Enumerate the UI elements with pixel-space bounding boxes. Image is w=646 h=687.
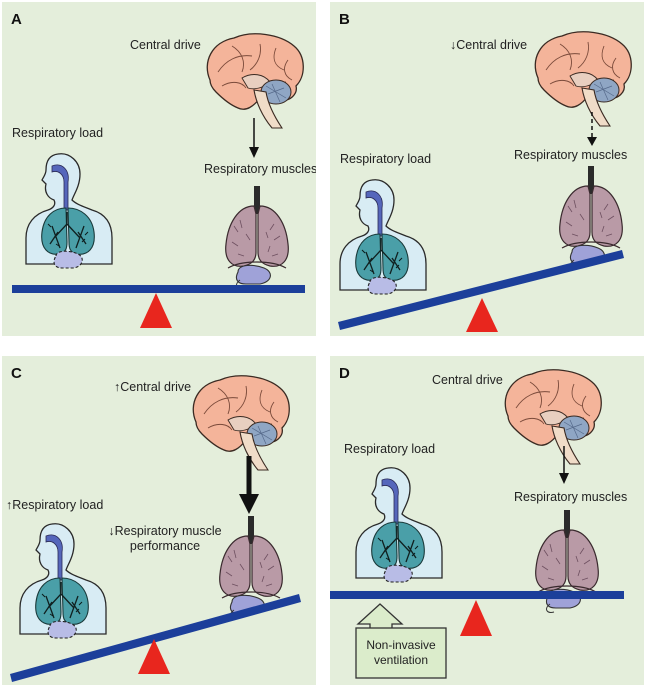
muscle-performance-line1: ↓Respiratory muscle: [108, 524, 222, 538]
balance-beam: [12, 285, 305, 293]
niv-arrow-box: [355, 627, 447, 679]
respiratory-muscles-label: Respiratory muscles: [514, 148, 628, 162]
central-drive-label: Central drive: [432, 373, 503, 387]
central-drive-label: ↑Central drive: [114, 380, 192, 394]
balance-beam: [330, 591, 624, 599]
panel-letter: D: [339, 365, 350, 382]
niv-arrow-head: [356, 603, 404, 631]
balance-beam: [338, 250, 624, 330]
panel-c: C ↑Central drive ↑Respiratory load ↓Resp…: [2, 356, 316, 685]
respiratory-load-label: ↑Respiratory load: [6, 498, 104, 512]
niv-line1: Non-invasive: [366, 638, 436, 652]
seesaw: [330, 591, 624, 679]
respiratory-muscles-label: Respiratory muscles: [514, 490, 628, 504]
respiratory-load-label: Respiratory load: [344, 442, 436, 456]
fulcrum-triangle: [460, 600, 492, 636]
dashed-arrow-down-icon: [587, 112, 597, 146]
seesaw: [338, 250, 624, 332]
muscle-performance-line2: performance: [129, 539, 201, 553]
bold-arrow-down-icon: [239, 456, 259, 514]
central-drive-label: Central drive: [130, 38, 201, 52]
panel-d: D Central drive Respiratory load Respira…: [330, 356, 644, 685]
niv-label: Non-invasive ventilation: [351, 638, 451, 668]
arrow-down-icon: [249, 118, 259, 158]
panel-letter: B: [339, 11, 350, 28]
panel-letter: A: [11, 11, 22, 28]
fulcrum-triangle: [138, 639, 170, 674]
respiratory-load-label: Respiratory load: [340, 152, 432, 166]
balance-beam: [10, 594, 301, 682]
fulcrum-triangle: [140, 293, 172, 328]
respiratory-load-label: Respiratory load: [12, 126, 104, 140]
muscle-performance-label: ↓Respiratory muscle performance: [106, 524, 224, 554]
panel-a: A Central drive Respiratory load Respira…: [2, 2, 316, 336]
seesaw: [12, 285, 305, 328]
niv-line2: ventilation: [373, 653, 429, 667]
central-drive-label: ↓Central drive: [450, 38, 528, 52]
seesaw: [10, 594, 301, 682]
fulcrum-triangle: [466, 298, 498, 332]
arrow-down-icon: [559, 446, 569, 484]
respiratory-muscles-label: Respiratory muscles: [204, 162, 316, 176]
panel-b: B ↓Central drive Respiratory load Respir…: [330, 2, 644, 336]
panel-letter: C: [11, 365, 22, 382]
